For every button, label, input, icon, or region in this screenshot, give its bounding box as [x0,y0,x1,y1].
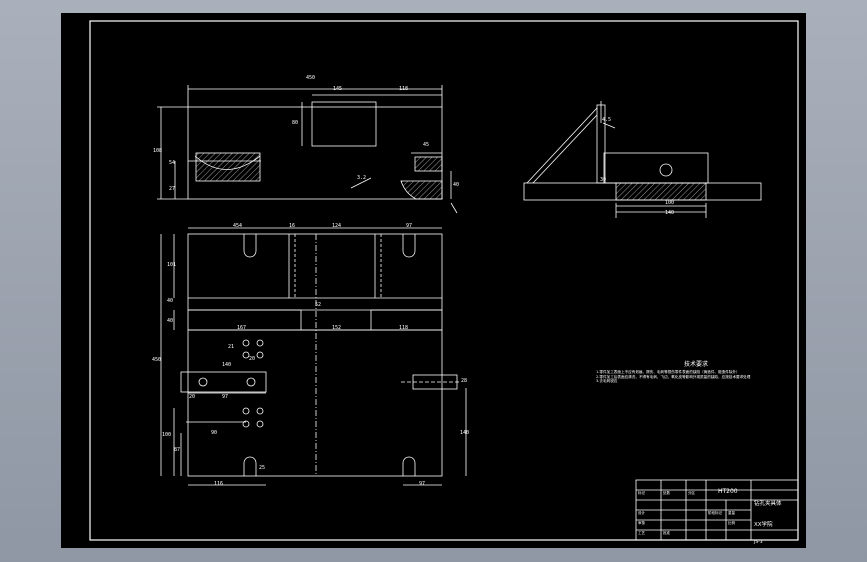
dim-front-145: 145 [333,86,343,92]
dim-plan-118: 118 [399,325,409,331]
dim-plan-left-40a: 40 [167,298,174,304]
dim-plan-97: 97 [222,394,229,400]
dim-plan-top-16: 16 [289,223,296,229]
title-block [635,479,799,541]
dim-front-45: 45 [423,142,430,148]
dim-plan-top-454: 454 [233,223,243,229]
dim-front-118: 118 [399,86,409,92]
tb-label-8: 重量 [728,511,735,515]
dim-front-roughness: 3.2 [357,175,367,181]
dim-plan-21: 21 [228,344,235,350]
technical-notes: 技术要求 1.零件加工表面上不应有划痕、擦伤、毛刺等损伤零件表面的缺陷（铸造件、… [596,362,796,384]
dim-plan-left-101: 101 [167,262,177,268]
dim-side-30: 30 [600,177,607,183]
dim-front-54: 54 [169,160,176,166]
dim-plan-right-28: 28 [461,378,468,384]
notes-title: 技术要求 [683,361,708,368]
tb-label-9: 比例 [728,521,735,525]
dim-plan-right-140: 140 [460,430,470,436]
dim-plan-left-87: 87 [174,447,181,453]
dim-plan-left-100: 100 [162,432,172,438]
dim-plan-140: 140 [222,362,232,368]
dim-front-overall: 450 [306,75,316,81]
side-view [523,101,762,218]
tb-label-7: 阶段标记 [708,511,722,515]
tb-label-4: 审核 [638,521,645,525]
dim-plan-152: 152 [332,325,342,331]
dim-plan-top-97: 97 [406,223,413,229]
dim-plan-left-40b: 40 [167,318,174,324]
tb-label-3: 设计 [638,511,645,515]
dim-front-80: 80 [292,120,299,126]
dim-front-27: 27 [169,186,176,192]
front-hatch-right [414,156,443,172]
dim-side-100: 100 [665,200,675,206]
dim-plan-bottom-97: 97 [419,481,426,487]
title-material: HT200 [718,488,738,495]
dim-front-40: 40 [453,182,460,188]
dim-front-108: 108 [153,148,163,154]
dim-side-140: 140 [665,210,675,216]
tb-label-5: 工艺 [638,531,645,535]
dim-plan-20b: 20 [189,394,196,400]
front-view [157,85,458,214]
dim-plan-25: 25 [259,465,266,471]
tb-label-0: 标记 [638,491,645,495]
drawing-number: JS-3 [754,540,763,545]
tb-label-6: 批准 [663,531,670,535]
note-line-1: 1.零件加工表面上不应有划痕、擦伤、毛刺等损伤零件表面的缺陷（铸造件、锻造件除外… [596,370,740,374]
title-part-name: 钻孔夹具体 [754,501,782,507]
tb-label-1: 处数 [663,491,670,495]
dim-plan-90: 90 [211,430,218,436]
title-school: XX学院 [754,522,773,528]
tb-label-2: 分区 [688,491,695,495]
dim-plan-52: 52 [315,302,322,308]
dim-side-4-5: 4.5 [602,117,612,123]
dim-plan-20a: 20 [249,356,256,362]
dim-plan-top-124: 124 [332,223,342,229]
dim-plan-bottom-116: 116 [214,481,224,487]
inner-frame [89,20,799,541]
plan-view [160,227,467,486]
front-hatch-left [195,152,261,182]
dim-plan-167: 167 [237,325,247,331]
dim-plan-left-450: 450 [152,357,162,363]
drawing-sheet: 450 145 118 80 108 54 27 45 40 3.2 4.5 3… [61,13,806,548]
cad-drawing [89,20,799,541]
note-line-2: 2.零件加工后表面应清洗，不得有毛刺、飞边、氧化皮等影响外观质量的缺陷，应按技术… [596,374,751,379]
note-line-3: 3.去毛刺锐边 [596,379,618,384]
side-hatch [615,182,707,201]
